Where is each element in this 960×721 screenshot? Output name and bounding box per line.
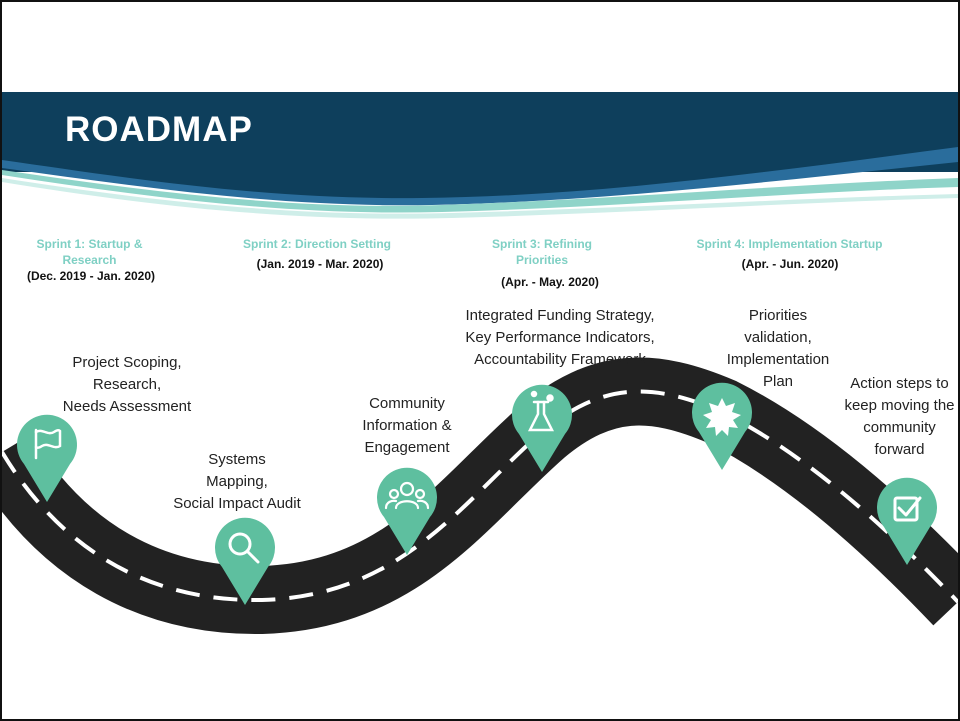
header-wave-light: [2, 178, 958, 219]
magnifier-icon: [228, 532, 260, 564]
flask-icon: [527, 390, 555, 432]
header-banner: [2, 92, 958, 219]
checkbox-icon: [893, 496, 922, 522]
road: [2, 357, 958, 635]
sprint-2-title: Sprint 2: Direction Setting: [242, 237, 391, 251]
milestone-pin-5: [692, 382, 753, 470]
flag-icon: [34, 428, 62, 460]
milestone-pin-1: [17, 414, 78, 502]
milestone-2-text: Systems Mapping, Social Impact Audit: [173, 451, 301, 512]
sprint-1-date: (Dec. 2019 - Jan. 2020): [26, 269, 156, 283]
sprint-4-date: (Apr. - Jun. 2020): [741, 257, 839, 271]
sprint-3-title: Sprint 3: Refining Priorities: [492, 237, 592, 267]
people-icon: [384, 481, 430, 510]
road-centerline: [2, 389, 958, 604]
header-wave-teal: [2, 170, 958, 213]
milestone-pin-3: [377, 467, 437, 555]
milestone-1-text: Project Scoping, Research, Needs Assessm…: [62, 354, 192, 415]
sprint-3-date: (Apr. - May. 2020): [501, 275, 599, 289]
sprint-1-title: Sprint 1: Startup & Research: [36, 237, 143, 267]
burst-icon: [703, 398, 741, 436]
milestone-5-text: Priorities validation, Implementation Pl…: [726, 307, 830, 390]
header-wave-blue: [2, 147, 958, 206]
milestone-pin-4: [512, 384, 572, 472]
milestone-pin-6: [877, 477, 938, 565]
milestone-4-text: Integrated Funding Strategy, Key Perform…: [465, 307, 655, 368]
milestone-pin-2: [215, 517, 275, 605]
header-wave-dark: [2, 92, 958, 201]
milestone-3-text: Community Information & Engagement: [362, 395, 452, 456]
sprint-2-date: (Jan. 2019 - Mar. 2020): [256, 257, 384, 271]
page-title: ROADMAP: [65, 110, 253, 149]
milestone-6-text: Action steps to keep moving the communit…: [844, 375, 955, 458]
sprint-4-title: Sprint 4: Implementation Startup: [696, 237, 883, 251]
